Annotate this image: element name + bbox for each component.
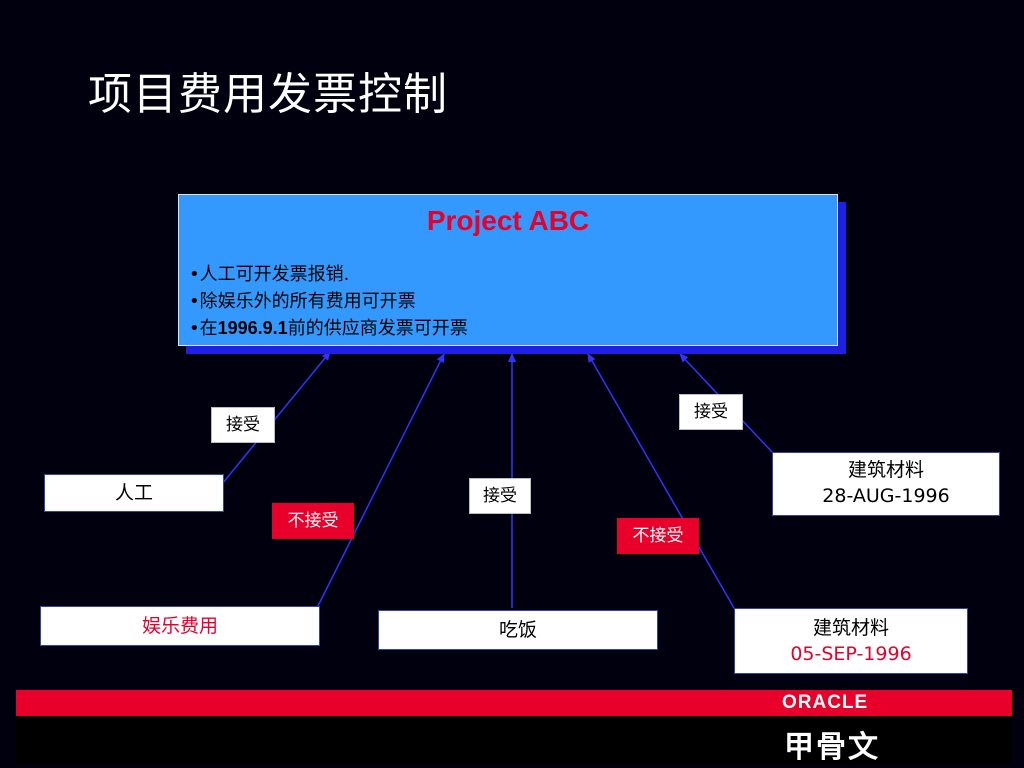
source-meals: 吃饭 — [378, 610, 658, 650]
tag-reject-material-2: 不接受 — [617, 518, 699, 554]
project-rules: •人工可开发票报销. •除娱乐外的所有费用可开票 •在1996.9.1前的供应商… — [189, 261, 468, 342]
rule-prefix: •在 — [189, 318, 218, 339]
tag-accept-labor: 接受 — [211, 407, 275, 443]
source-labor: 人工 — [44, 474, 224, 512]
rule-date: 1996.9.1 — [217, 318, 288, 338]
rule-labor: •人工可开发票报销. — [189, 264, 350, 285]
arrow-material-2 — [587, 353, 735, 609]
material-2-name: 建筑材料 — [812, 617, 889, 639]
rule-supplier-invoice: •在1996.9.1前的供应商发票可开票 — [189, 315, 468, 342]
tag-reject-entertainment: 不接受 — [272, 503, 354, 539]
material-1-date: 28-AUG-1996 — [822, 485, 950, 507]
source-material-1: 建筑材料 28-AUG-1996 — [772, 452, 1000, 516]
oracle-logo: ORACLE — [782, 692, 869, 713]
arrow-entertainment — [317, 353, 445, 607]
arrow-labor — [221, 351, 331, 485]
footer-red-bar — [16, 690, 1012, 716]
material-2-date: 05-SEP-1996 — [790, 643, 912, 665]
source-entertainment: 娱乐费用 — [40, 606, 320, 646]
material-1-name: 建筑材料 — [847, 459, 924, 481]
tag-accept-meals: 接受 — [469, 478, 531, 514]
project-box: Project ABC •人工可开发票报销. •除娱乐外的所有费用可开票 •在1… — [178, 194, 838, 346]
project-name: Project ABC — [426, 205, 590, 236]
footer-dark-bar — [16, 716, 1012, 764]
source-material-2: 建筑材料 05-SEP-1996 — [734, 608, 968, 674]
rule-suffix: 前的供应商发票可开票 — [287, 318, 468, 339]
slide-title: 项目费用发票控制 — [88, 69, 448, 120]
tag-accept-material-1: 接受 — [679, 394, 743, 430]
oracle-chinese-logo: 甲骨文 — [784, 730, 880, 765]
rule-non-entertainment: •除娱乐外的所有费用可开票 — [189, 291, 416, 312]
